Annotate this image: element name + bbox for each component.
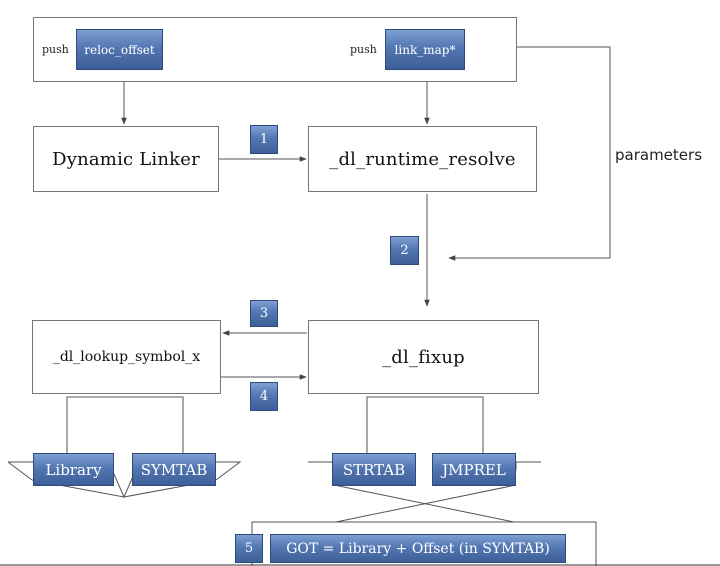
fixup-box: _dl_fixup <box>308 320 539 394</box>
step-2-badge: 2 <box>390 236 419 265</box>
reloc-offset-tag: reloc_offset <box>76 29 163 70</box>
parameters-label: parameters <box>615 146 703 164</box>
cross-line-b <box>335 484 517 523</box>
symtab-tag: SYMTAB <box>132 453 216 486</box>
push-label-2: push <box>350 43 377 56</box>
link-map-tag: link_map* <box>385 29 465 70</box>
step-4-badge: 4 <box>250 382 278 411</box>
step-1-badge: 1 <box>250 125 278 154</box>
push-label-1: push <box>42 43 69 56</box>
parameters-path <box>448 46 611 261</box>
bracket-lookup <box>66 396 184 455</box>
chevron-left-v <box>113 473 135 499</box>
got-result-tag: GOT = Library + Offset (in SYMTAB) <box>270 534 566 563</box>
jmprel-tag: JMPREL <box>432 453 516 486</box>
bracket-fixup <box>366 396 484 455</box>
strtab-tag: STRTAB <box>332 453 416 486</box>
cross-left-wing <box>308 461 335 470</box>
dynamic-linker-box: Dynamic Linker <box>33 126 219 192</box>
library-tag: Library <box>33 453 114 486</box>
runtime-resolve-box: _dl_runtime_resolve <box>308 126 537 192</box>
chevron-left-tip-l <box>7 461 33 481</box>
step-5-badge: 5 <box>235 534 263 563</box>
cross-right-wing <box>515 461 541 470</box>
step-3-badge: 3 <box>250 300 278 327</box>
chevron-left-r <box>214 461 242 481</box>
lookup-symbol-box: _dl_lookup_symbol_x <box>32 320 221 394</box>
